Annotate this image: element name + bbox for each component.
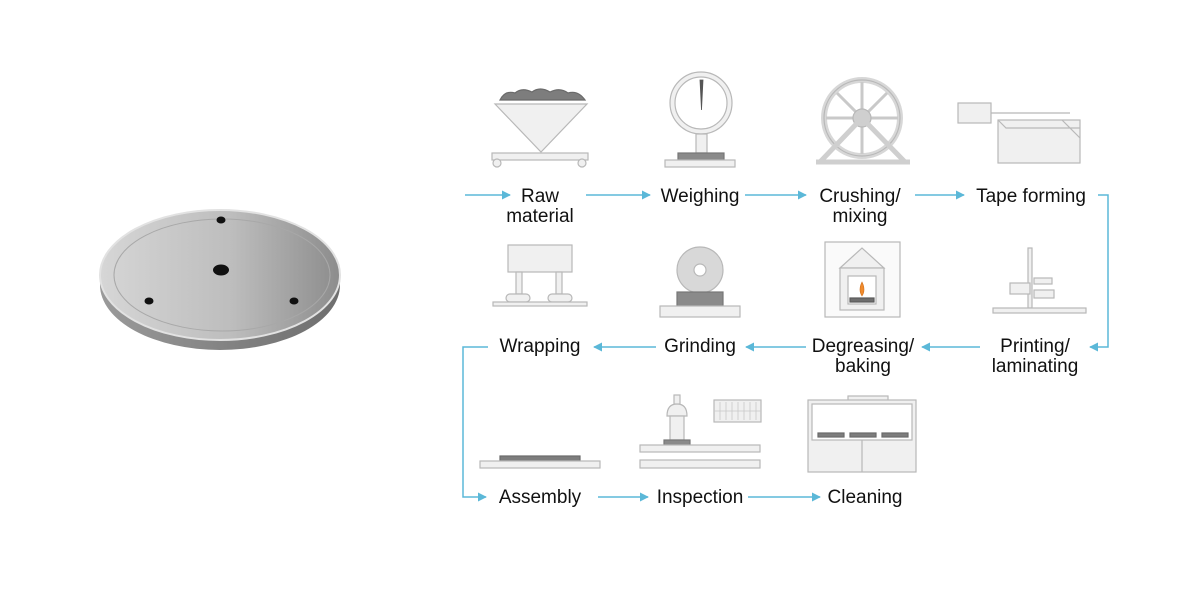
press-icon: [492, 244, 588, 307]
step-label-grinding: Grinding: [664, 336, 736, 357]
grinder-icon: [659, 246, 741, 318]
step-label-cleaning: Cleaning: [827, 487, 903, 508]
printer-icon: [992, 247, 1087, 314]
step-label-printing-laminating: Printing/laminating: [991, 336, 1079, 377]
cleaning-tank-icon: [807, 395, 917, 473]
step-label-inspection: Inspection: [656, 487, 744, 508]
scale-icon: [664, 71, 736, 168]
plate-hole: [144, 297, 154, 305]
furnace-icon: [824, 241, 901, 318]
step-label-assembly: Assembly: [498, 487, 582, 508]
step-label-crushing-mixing: Crushing/mixing: [819, 186, 901, 227]
ceramic-plate-icon: [99, 209, 341, 350]
mill-icon: [816, 77, 910, 165]
hopper-icon: [491, 88, 589, 168]
step-label-wrapping: Wrapping: [499, 336, 581, 357]
plate-hole: [289, 297, 299, 305]
plate-hole: [213, 264, 229, 276]
assembly-plate-icon: [479, 455, 601, 469]
tape-caster-icon: [957, 102, 1081, 164]
step-label-tape-forming: Tape forming: [976, 186, 1086, 207]
step-label-weighing: Weighing: [660, 186, 740, 207]
plate-hole: [216, 216, 226, 224]
step-label-degreasing-baking: Degreasing/baking: [811, 336, 915, 377]
inspection-machine-icon: [639, 394, 762, 469]
flow-arrow: [462, 346, 488, 502]
flow-arrow: [1089, 194, 1109, 352]
